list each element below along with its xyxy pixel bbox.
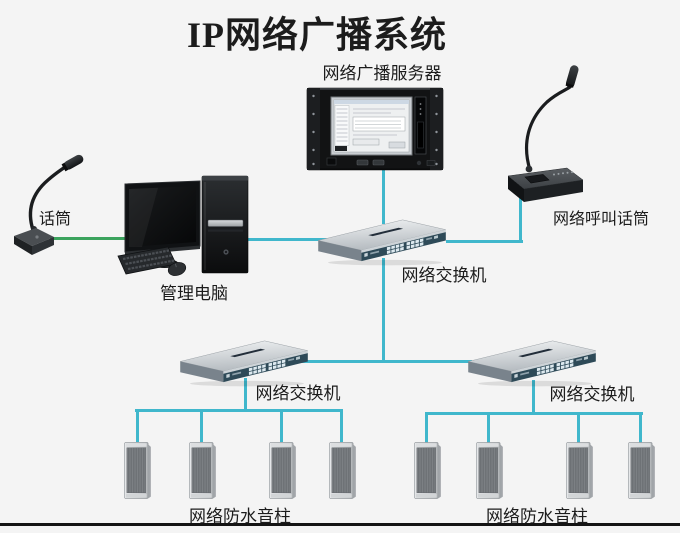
speaker-icon — [475, 440, 504, 501]
desk-microphone-icon — [14, 154, 84, 255]
cable-left-speaker-drop-3 — [280, 409, 283, 442]
cable-right-switch-feed — [532, 380, 535, 415]
label-right-speakers: 网络防水音柱 — [486, 507, 588, 526]
main-switch-icon — [314, 213, 452, 266]
speaker-icon — [627, 440, 656, 501]
cable-right-speaker-drop-4 — [639, 412, 642, 443]
label-admin-pc: 管理电脑 — [160, 284, 228, 303]
admin-pc-icon — [117, 175, 249, 276]
cable-main-switch-down — [382, 258, 385, 363]
bottom-border-line — [0, 523, 680, 526]
server-icon — [306, 87, 444, 171]
label-right-switch: 网络交换机 — [549, 385, 635, 404]
cable-right-speaker-drop-1 — [425, 412, 428, 443]
label-call-mic: 网络呼叫话筒 — [552, 211, 650, 228]
label-left-switch: 网络交换机 — [255, 384, 341, 403]
cable-left-speaker-drop-2 — [200, 409, 203, 442]
label-desk-mic: 话筒 — [38, 211, 72, 228]
speaker-icon — [123, 440, 152, 501]
cable-pc-to-main-switch — [244, 238, 336, 241]
cable-server-to-main-switch — [382, 168, 385, 224]
label-main-switch: 网络交换机 — [401, 266, 487, 285]
cable-left-switch-feed — [244, 378, 247, 412]
cable-left-speaker-drop-4 — [340, 409, 343, 442]
speaker-icon — [328, 440, 357, 501]
cable-right-speaker-bus — [425, 412, 643, 415]
cable-main-switch-to-callmic-h — [446, 240, 523, 243]
speaker-icon — [188, 440, 217, 501]
call-microphone-icon — [507, 65, 584, 202]
speaker-icon — [565, 440, 594, 501]
speaker-icon — [268, 440, 297, 501]
speaker-icon — [413, 440, 442, 501]
label-server: 网络广播服务器 — [322, 64, 442, 83]
cable-left-speaker-bus — [135, 409, 343, 412]
cable-left-speaker-drop-1 — [136, 409, 139, 442]
cable-mic-to-pc — [50, 237, 154, 240]
cable-right-speaker-drop-3 — [577, 412, 580, 443]
label-left-speakers: 网络防水音柱 — [189, 507, 291, 526]
cable-switch-bus — [298, 360, 472, 363]
cable-right-speaker-drop-2 — [487, 412, 490, 443]
cable-callmic-drop — [519, 196, 522, 243]
page-title: IP网络广播系统 — [186, 15, 448, 55]
